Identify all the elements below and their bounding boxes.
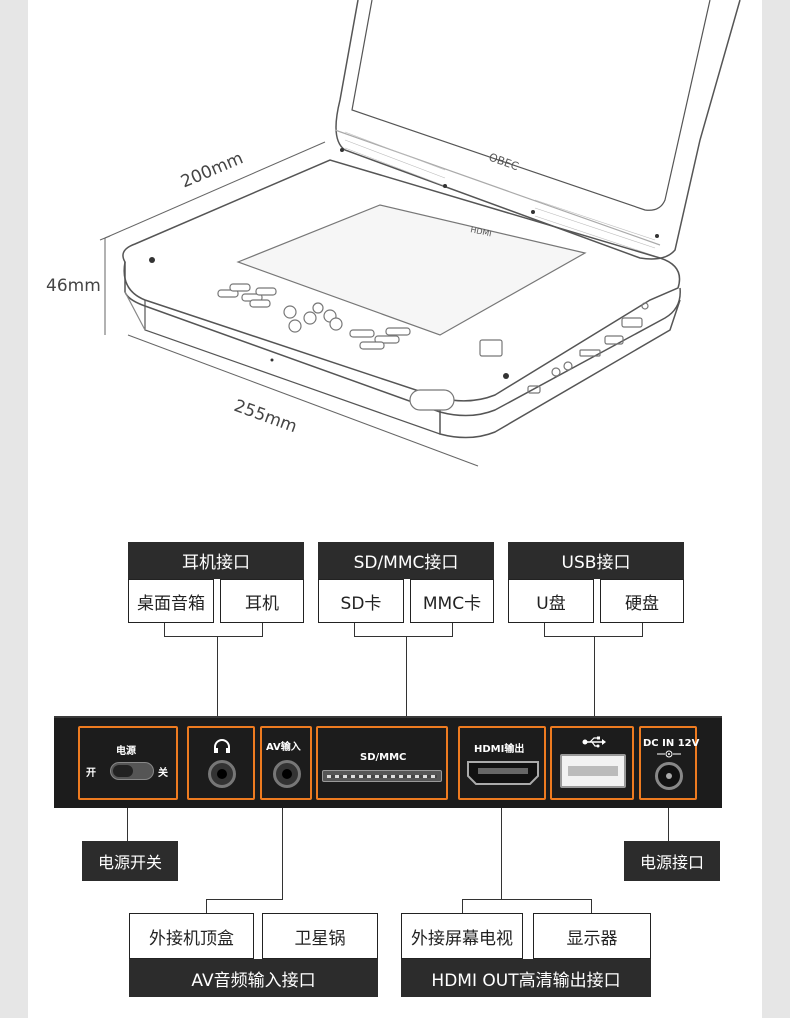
av-in-label: AV输入 — [266, 742, 301, 753]
connector-line — [217, 636, 218, 726]
brand-mark: OBEC — [487, 151, 521, 174]
power-port-label: 电源接口 — [624, 841, 720, 881]
power-switch-box: 电源 开 关 — [78, 726, 178, 800]
connector-line — [462, 899, 463, 913]
headphone-group-title: 耳机接口 — [128, 542, 304, 579]
hdmi-out-label: HDMI输出 — [474, 744, 525, 755]
connector-line — [406, 636, 407, 726]
av-group-title: AV音频输入接口 — [129, 959, 378, 997]
connector-line — [282, 808, 283, 900]
connector-line — [642, 623, 643, 637]
usb-group-title: USB接口 — [508, 542, 684, 579]
port-panel: 电源 开 关 AV输入 SD/MMC HDMI输出 — [54, 716, 722, 808]
sdmmc-label: SD/MMC — [360, 752, 407, 763]
connector-line — [462, 899, 592, 900]
switch-knob — [113, 765, 133, 777]
connector-line — [594, 636, 595, 726]
connector-line — [354, 623, 355, 637]
usb-port[interactable] — [560, 754, 626, 788]
device-sketch: OBEC HDMI — [99, 0, 741, 467]
av-item-settop: 外接机顶盒 — [129, 913, 254, 959]
connector-line — [591, 899, 592, 913]
off-label: 关 — [158, 768, 168, 779]
sdmmc-item-sd: SD卡 — [318, 579, 404, 623]
power-switch-label: 电源开关 — [82, 841, 178, 881]
usb-item-harddisk: 硬盘 — [600, 579, 684, 623]
hdmi-item-monitor: 显示器 — [533, 913, 651, 959]
connector-line — [206, 899, 283, 900]
connector-line — [452, 623, 453, 637]
connector-line — [164, 636, 263, 637]
connector-line — [544, 636, 643, 637]
connector-line — [354, 636, 453, 637]
connector-line — [668, 808, 669, 841]
connector-line — [127, 808, 128, 841]
sdmmc-slot[interactable] — [322, 770, 442, 782]
hdmi-port[interactable] — [466, 760, 540, 786]
headphone-icon — [214, 739, 230, 753]
headphone-port-box — [187, 726, 255, 800]
connector-line — [206, 899, 207, 913]
connector-line — [262, 623, 263, 637]
on-label: 开 — [86, 768, 96, 779]
av-in-jack[interactable] — [273, 760, 301, 788]
headphone-item-speaker: 桌面音箱 — [128, 579, 214, 623]
av-in-port-box: AV输入 — [260, 726, 312, 800]
usb-icon — [582, 736, 606, 748]
sdmmc-port-box: SD/MMC — [316, 726, 448, 800]
connector-line — [544, 623, 545, 637]
power-label: 电源 — [116, 746, 136, 757]
hdmi-group-title: HDMI OUT高清输出接口 — [401, 959, 651, 997]
headphone-item-earphone: 耳机 — [220, 579, 304, 623]
sdmmc-group-title: SD/MMC接口 — [318, 542, 494, 579]
height-dimension: 46mm — [46, 276, 101, 296]
hdmi-item-tv: 外接屏幕电视 — [401, 913, 523, 959]
power-switch[interactable] — [110, 762, 154, 780]
av-item-satellite: 卫星锅 — [262, 913, 378, 959]
dc-in-port-box: DC IN 12V — [639, 726, 700, 800]
hdmi-mark: HDMI — [470, 225, 493, 238]
polarity-icon — [657, 750, 681, 758]
connector-line — [164, 623, 165, 637]
headphone-jack[interactable] — [208, 760, 236, 788]
sdmmc-item-mmc: MMC卡 — [410, 579, 494, 623]
connector-line — [501, 808, 502, 900]
usb-item-udisk: U盘 — [508, 579, 594, 623]
dc-in-label: DC IN 12V — [643, 738, 700, 749]
usb-port-box — [550, 726, 634, 800]
hdmi-port-box: HDMI输出 — [458, 726, 546, 800]
dc-in-jack[interactable] — [655, 762, 683, 790]
